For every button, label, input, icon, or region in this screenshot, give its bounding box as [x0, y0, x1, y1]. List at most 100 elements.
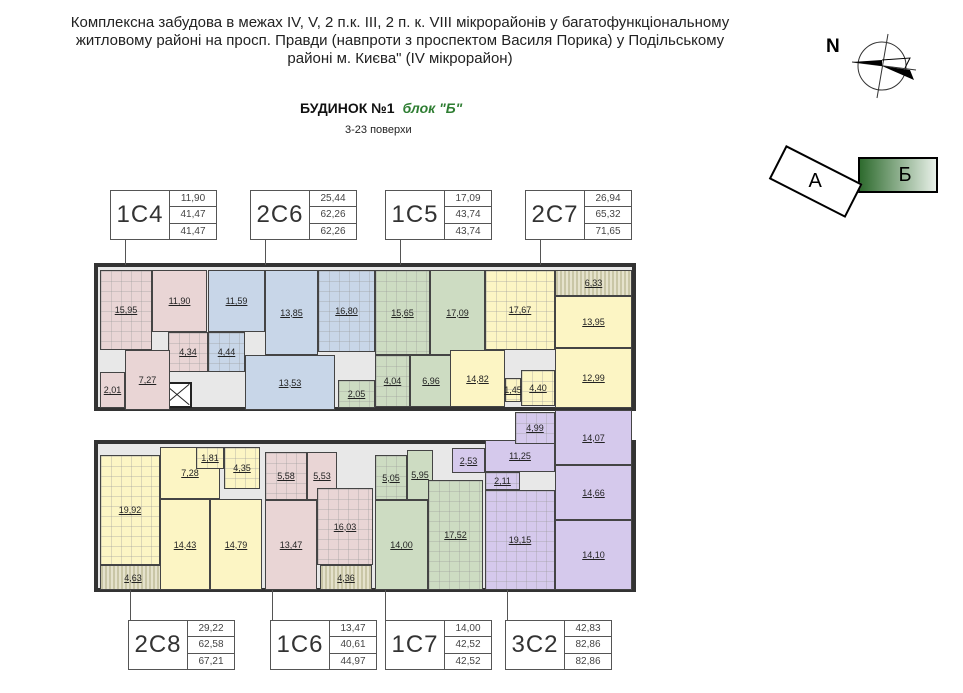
north-label: N — [826, 36, 840, 57]
room-area: 16,03 — [333, 521, 357, 532]
room: 5,95 — [407, 450, 433, 500]
leader-line — [130, 590, 131, 620]
room-area: 17,67 — [508, 305, 532, 315]
total-area: 42,52 — [445, 637, 491, 654]
room: 6,96 — [410, 355, 452, 407]
room: 11,90 — [152, 270, 207, 332]
unit-label: 2С7 26,94 65,32 71,65 — [525, 190, 632, 240]
living-area: 25,44 — [310, 191, 356, 208]
total-area-with-loggia: 67,21 — [198, 655, 224, 667]
leader-line — [507, 590, 508, 620]
room-area: 11,25 — [509, 451, 531, 461]
living-area: 42,83 — [565, 621, 611, 638]
room-area: 4,04 — [383, 376, 402, 386]
room-area: 19,92 — [118, 505, 142, 515]
room-area: 13,95 — [582, 317, 605, 327]
unit-code: 1С4 — [111, 191, 170, 239]
building-name: БУДИНОК №1 — [300, 100, 395, 116]
title-line: житловому районі на просп. Правди (навпр… — [75, 32, 725, 49]
unit-label: 1С6 13,47 40,61 44,97 — [270, 620, 377, 670]
living-area: 17,09 — [445, 191, 491, 208]
title-line: Комплексна забудова в межах IV, V, 2 п.к… — [70, 14, 730, 31]
room: 14,66 — [555, 465, 632, 520]
unit-code: 1С5 — [386, 191, 445, 239]
unit-areas: 25,44 62,26 62,26 — [310, 191, 356, 239]
total-area: 65,32 — [585, 207, 631, 224]
leader-line — [125, 238, 126, 265]
total-area: 62,58 — [188, 637, 234, 654]
loggia: 4,36 — [320, 565, 372, 590]
leader-line — [265, 238, 266, 265]
room-area: 5,95 — [411, 470, 429, 480]
room-area: 19,15 — [508, 535, 532, 545]
room: 14,00 — [375, 500, 428, 590]
unit-label: 2С8 29,22 62,58 67,21 — [128, 620, 235, 670]
block-b-marker: Б — [858, 157, 938, 193]
room-area: 14,82 — [466, 373, 489, 384]
total-area: 43,74 — [445, 207, 491, 224]
unit-label: 1С4 11,90 41,47 41,47 — [110, 190, 217, 240]
room-area: 1,81 — [201, 453, 219, 463]
title-line: районі м. Києва" (IV мікрорайон) — [287, 50, 513, 67]
room: 2,01 — [100, 372, 125, 408]
room-area: 13,85 — [280, 307, 303, 318]
room-area: 4,63 — [124, 572, 142, 583]
room-area: 13,53 — [278, 377, 302, 388]
room-area: 13,47 — [279, 540, 303, 550]
room-area: 11,59 — [225, 296, 248, 306]
living-area: 26,94 — [585, 191, 631, 208]
room-area: 6,33 — [584, 278, 603, 288]
total-area: 62,26 — [310, 207, 356, 224]
room: 13,85 — [265, 270, 318, 355]
room-area: 15,95 — [114, 305, 138, 315]
room: 13,47 — [265, 500, 317, 590]
unit-code: 2С6 — [251, 191, 310, 239]
room: 14,43 — [160, 499, 210, 590]
unit-areas: 29,22 62,58 67,21 — [188, 621, 234, 669]
unit-code: 1С6 — [271, 621, 330, 669]
room: 15,65 — [375, 270, 430, 355]
room: 14,10 — [555, 520, 632, 590]
unit-code: 2С7 — [526, 191, 585, 239]
room-area: 14,66 — [582, 487, 605, 498]
project-title: Комплексна забудова в межах IV, V, 2 п.к… — [20, 14, 780, 68]
room-area: 17,52 — [444, 530, 467, 540]
total-area-with-loggia: 41,47 — [180, 225, 206, 237]
room: 14,79 — [210, 499, 262, 590]
total-area: 40,61 — [330, 637, 376, 654]
room: 4,44 — [208, 332, 245, 372]
living-area: 13,47 — [330, 621, 376, 638]
room-area: 4,40 — [529, 383, 547, 393]
room-area: 7,27 — [138, 375, 157, 385]
living-area: 14,00 — [445, 621, 491, 638]
unit-label: 1С5 17,09 43,74 43,74 — [385, 190, 492, 240]
room-area: 6,96 — [422, 376, 440, 386]
room: 19,15 — [485, 490, 555, 590]
room: 17,67 — [485, 270, 555, 350]
room-area: 14,00 — [390, 540, 413, 550]
room: 5,05 — [375, 455, 407, 500]
room: 14,07 — [555, 410, 632, 465]
total-area-with-loggia: 82,86 — [575, 655, 601, 667]
room: 17,52 — [428, 480, 483, 590]
unit-areas: 42,83 82,86 82,86 — [565, 621, 611, 669]
room-area: 16,80 — [335, 306, 358, 316]
room-area: 4,44 — [217, 347, 236, 357]
unit-areas: 17,09 43,74 43,74 — [445, 191, 491, 239]
room-area: 14,43 — [173, 539, 197, 550]
unit-areas: 14,00 42,52 42,52 — [445, 621, 491, 669]
total-area: 82,86 — [565, 637, 611, 654]
unit-areas: 13,47 40,61 44,97 — [330, 621, 376, 669]
leader-line — [540, 238, 541, 265]
unit-code: 2С8 — [129, 621, 188, 669]
room-area: 4,34 — [179, 347, 197, 357]
room-area: 5,58 — [277, 471, 295, 481]
room: 2,53 — [452, 448, 485, 473]
room: 17,09 — [430, 270, 485, 355]
room-area: 4,36 — [337, 572, 355, 583]
total-area-with-loggia: 62,26 — [320, 225, 346, 237]
room-area: 2,05 — [347, 389, 366, 399]
room-area: 4,35 — [233, 463, 251, 473]
loggia: 4,63 — [100, 565, 166, 590]
